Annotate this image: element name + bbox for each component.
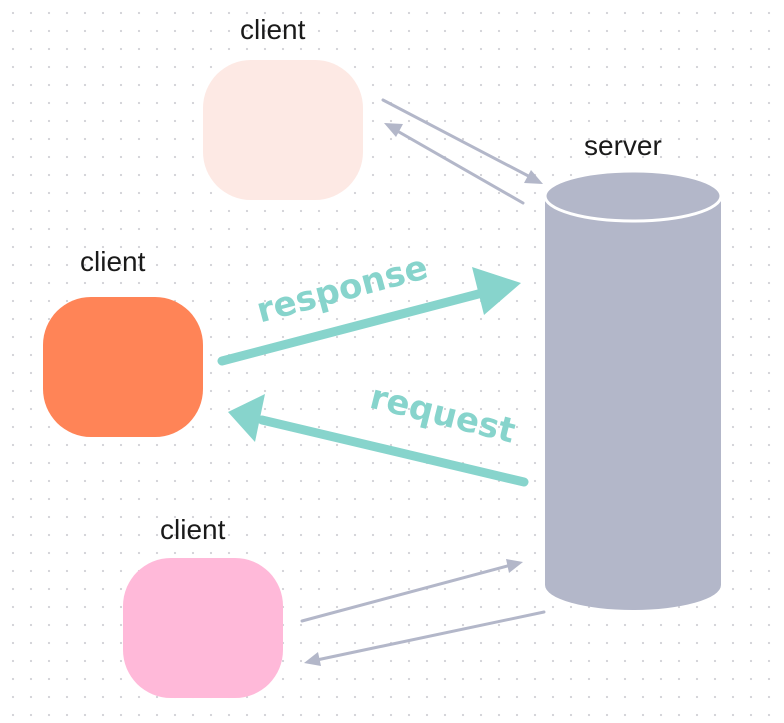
client-bottom-node <box>123 558 283 698</box>
client-top-node <box>203 60 363 200</box>
response-arrow-label: response <box>252 247 432 331</box>
request-arrow-label: request <box>366 377 519 452</box>
top-client-to-server-arrow <box>381 98 543 184</box>
request-arrow: request <box>228 377 529 487</box>
server-to-bottom-client-arrow <box>304 610 546 666</box>
client-middle-label: client <box>80 246 146 277</box>
bottom-client-to-server-arrow <box>300 559 523 623</box>
server-node <box>543 169 723 610</box>
client-top-label: client <box>240 14 306 45</box>
client-middle-node <box>43 297 203 437</box>
server-to-top-client-arrow <box>384 123 525 205</box>
client-bottom-label: client <box>160 514 226 545</box>
response-arrow: response <box>217 247 521 366</box>
server-label: server <box>584 130 662 161</box>
